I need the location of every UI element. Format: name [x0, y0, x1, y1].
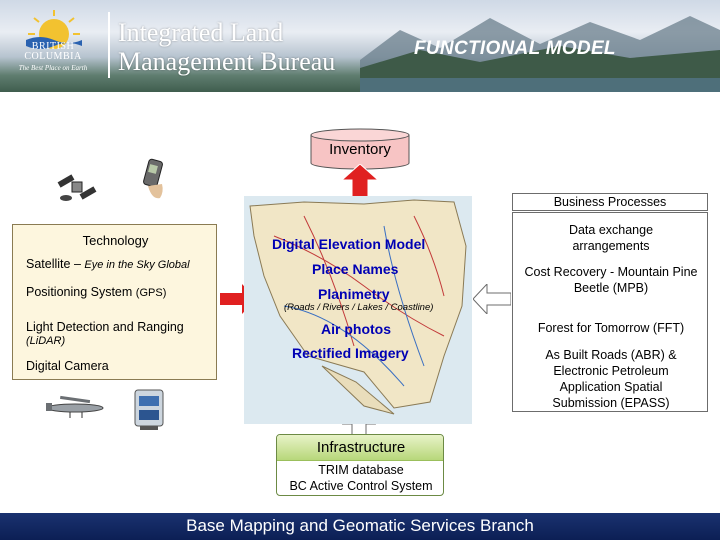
bc-logo: [4, 4, 104, 88]
bp-cost-recovery: Cost Recovery - Mountain Pine Beetle (MP…: [524, 265, 698, 295]
tech-positioning-label: Positioning System: [26, 285, 133, 299]
inventory-label: Inventory: [329, 141, 391, 158]
label-rectified-imagery: Rectified Imagery: [292, 345, 409, 361]
logo-line1: BRITISH: [31, 41, 75, 52]
label-digital-elevation-model: Digital Elevation Model: [272, 236, 426, 252]
label-roads-rivers: (Roads / Rivers / Lakes / Coastline): [284, 302, 434, 313]
technology-title: Technology: [82, 233, 149, 248]
business-processes-box: Data exchange arrangements Cost Recovery…: [512, 212, 708, 412]
tech-lidar-sub: (LiDAR): [26, 335, 66, 347]
bp-data-exchange: Data exchange arrangements: [568, 223, 654, 253]
arrow-left-from-business: [473, 284, 511, 314]
label-place-names: Place Names: [312, 261, 399, 277]
mountain-lake-banner-image: [360, 16, 720, 92]
infrastructure-box: Infrastructure TRIM database BC Active C…: [276, 434, 444, 496]
tech-camera: Digital Camera: [26, 359, 109, 373]
bureau-name: Integrated Land Management Bureau: [118, 18, 335, 76]
page-title: FUNCTIONAL MODEL: [414, 38, 616, 59]
bc-map-image: [244, 196, 472, 424]
footer-bar: Base Mapping and Geomatic Services Branc…: [0, 513, 720, 540]
tech-lidar-label: Light Detection and Ranging: [26, 320, 184, 334]
tech-satellite-sub: Eye in the Sky Global: [84, 259, 190, 271]
business-processes-title: Business Processes: [512, 193, 708, 211]
lidar-sensor-icon: [134, 389, 164, 430]
gps-receiver-icon: [143, 158, 163, 199]
tech-satellite-label: Satellite –: [26, 257, 81, 271]
logo-line2: COLUMBIA: [24, 51, 82, 62]
bureau-line2: Management Bureau: [118, 47, 336, 76]
footer-branch-name: Base Mapping and Geomatic Services Branc…: [186, 516, 534, 535]
tech-positioning: Positioning System (GPS): [26, 285, 166, 299]
technology-box: Technology Satellite – Eye in the Sky Gl…: [12, 224, 217, 380]
logo-wordmark: BRITISH COLUMBIA: [12, 42, 94, 62]
label-air-photos: Air photos: [321, 321, 391, 337]
satellite-icon: [57, 174, 97, 201]
tech-satellite: Satellite – Eye in the Sky Global: [26, 257, 190, 271]
bp-forest-for-tomorrow: Forest for Tomorrow (FFT): [537, 321, 685, 335]
arrow-up-to-inventory: [340, 164, 380, 202]
bureau-line1: Integrated Land: [118, 18, 284, 47]
airplane-icon: [46, 395, 104, 418]
infrastructure-active-control: BC Active Control System: [289, 479, 433, 493]
infrastructure-title: Infrastructure: [277, 435, 443, 461]
bp-as-built-roads: As Built Roads (ABR) & Electronic Petrol…: [545, 348, 677, 410]
tech-positioning-sub: (GPS): [135, 287, 167, 299]
infrastructure-trim: TRIM database: [318, 463, 404, 477]
header-banner: BRITISH COLUMBIA The Best Place on Earth…: [0, 0, 720, 92]
tech-lidar: Light Detection and Ranging (LiDAR): [26, 320, 184, 347]
logo-tagline: The Best Place on Earth: [18, 64, 88, 72]
header-divider: [108, 12, 110, 78]
label-planimetry: Planimetry: [318, 286, 390, 302]
